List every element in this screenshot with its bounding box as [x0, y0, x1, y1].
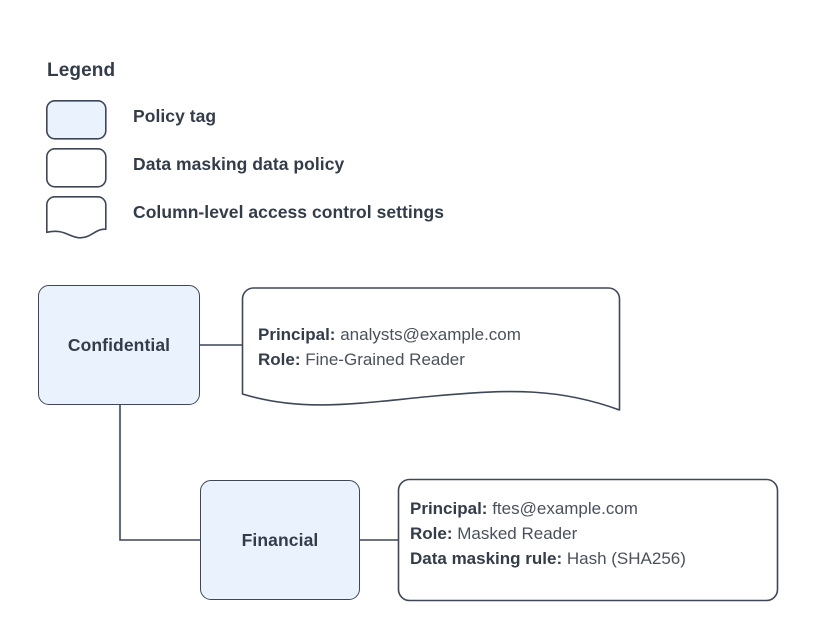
connector-confidential-to-financial	[119, 405, 200, 541]
legend-title: Legend	[47, 60, 116, 81]
legend-swatch-policy-tag	[45, 100, 107, 140]
legend-swatch-column-access-settings	[46, 196, 107, 239]
callout-financial-key-masking-rule: Data masking rule:	[410, 549, 563, 568]
node-financial-label: Financial	[241, 529, 319, 550]
callout-financial-value-role: Masked Reader	[457, 524, 578, 543]
legend-swatch-data-masking-policy	[45, 148, 107, 188]
callout-confidential-shape	[241, 287, 621, 411]
legend-label-policy-tag: Policy tag	[133, 106, 217, 126]
callout-confidential-text: Principal: analysts@example.com Role: Fi…	[258, 322, 521, 372]
legend-label-data-masking-policy: Data masking data policy	[133, 154, 345, 174]
legend-label-column-access-settings: Column-level access control settings	[133, 202, 445, 222]
callout-confidential-key-principal: Principal:	[258, 325, 336, 344]
callout-confidential-line-principal: Principal: analysts@example.com	[258, 322, 521, 347]
callout-confidential-key-role: Role:	[258, 350, 301, 369]
callout-financial-value-principal: ftes@example.com	[492, 499, 638, 518]
callout-financial-line-masking-rule: Data masking rule: Hash (SHA256)	[410, 546, 686, 571]
node-confidential[interactable]: Confidential	[38, 285, 200, 405]
callout-financial-key-principal: Principal:	[410, 499, 488, 518]
callout-financial-shape	[397, 478, 779, 602]
callout-confidential-value-role: Fine-Grained Reader	[305, 350, 465, 369]
node-confidential-label: Confidential	[67, 334, 171, 355]
callout-confidential-value-principal: analysts@example.com	[340, 325, 521, 344]
callout-confidential-line-role: Role: Fine-Grained Reader	[258, 347, 521, 372]
callout-financial-line-principal: Principal: ftes@example.com	[410, 496, 686, 521]
callout-financial-text: Principal: ftes@example.com Role: Masked…	[410, 496, 686, 571]
node-financial[interactable]: Financial	[200, 480, 360, 600]
callout-financial-line-role: Role: Masked Reader	[410, 521, 686, 546]
callout-financial-value-masking-rule: Hash (SHA256)	[566, 549, 686, 568]
callout-financial-key-role: Role:	[410, 524, 453, 543]
